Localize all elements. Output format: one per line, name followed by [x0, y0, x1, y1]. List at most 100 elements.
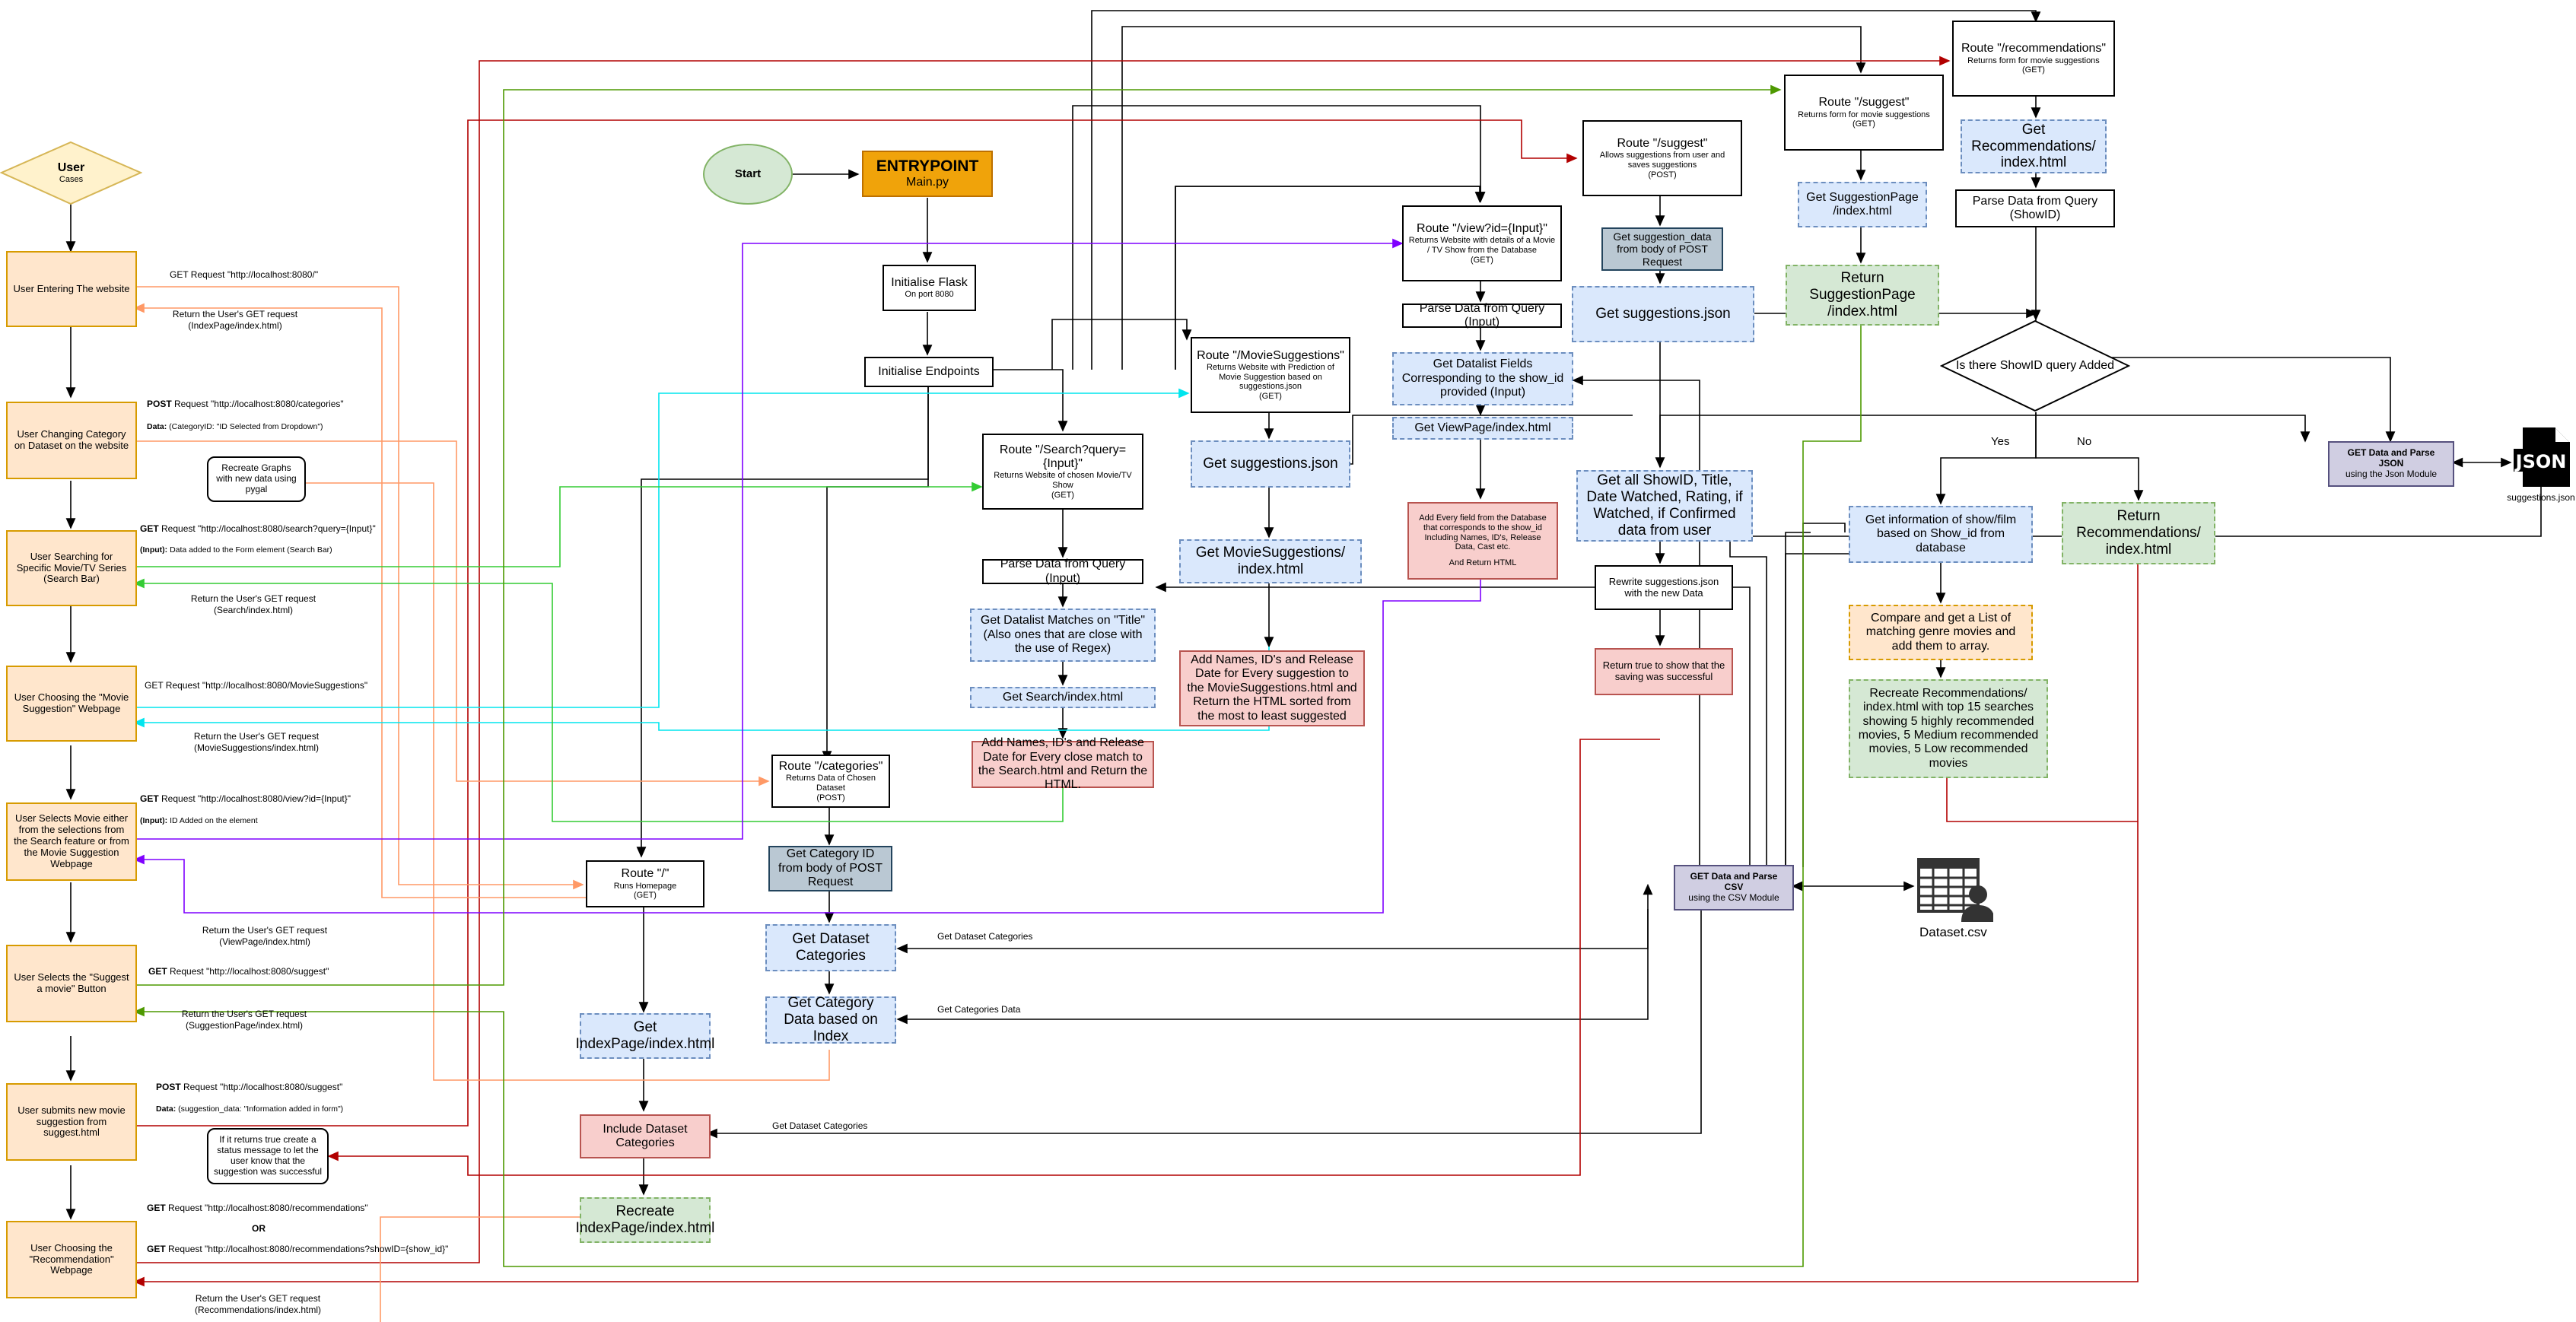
note-status-message: If it returns true create a status messa…: [207, 1128, 329, 1184]
case-label: User Searching for Specific Movie/TV Ser…: [16, 550, 127, 585]
recreate-recommendations: Recreate Recommendations/ index.html wit…: [1849, 679, 2048, 778]
edge-label-categories-data: Get Categories Data: [937, 1004, 1021, 1015]
case-entering-website: User Entering The website: [6, 251, 137, 327]
json-file-icon: JSON: [2512, 426, 2573, 488]
user-subtitle: Cases: [59, 175, 84, 185]
search-datalist-matches: Get Datalist Matches on "Title" (Also on…: [970, 609, 1156, 662]
get-suggestion-data: Get suggestion_data from body of POST Re…: [1601, 227, 1723, 271]
route-search: Route "/Search?query={Input}"Returns Web…: [982, 434, 1143, 510]
entrypoint-title: ENTRYPOINT: [876, 157, 979, 176]
return-label: Return the User's GET request(ViewPage/i…: [202, 925, 328, 947]
get-show-information: Get information of show/film based on Sh…: [1849, 506, 2033, 563]
search-parse-query: Parse Data from Query (Input): [982, 558, 1143, 585]
endpoints-node: Initialise Endpoints: [864, 357, 994, 387]
request-label: GET Request "http://localhost:8080/recom…: [147, 1244, 449, 1254]
case-label: User Selects Movie either from the selec…: [14, 812, 129, 869]
search-add-names: Add Names, ID's and Release Date for Eve…: [972, 736, 1154, 791]
or-label: OR: [252, 1223, 266, 1234]
route-recommendations: Route "/recommendations"Returns form for…: [1952, 21, 2115, 97]
return-label: Return the User's GET request(Search/ind…: [190, 593, 316, 615]
rewrite-suggestions: Rewrite suggestions.json with the new Da…: [1595, 565, 1733, 610]
route-suggest-get: Route "/suggest"Returns form for movie s…: [1784, 75, 1944, 151]
start-label: Start: [734, 167, 762, 181]
moviesug-get-page: Get MovieSuggestions/ index.html: [1179, 539, 1362, 583]
moviesug-get-json: Get suggestions.json: [1191, 440, 1350, 488]
get-suggestionpage: Get SuggestionPage /index.html: [1798, 182, 1927, 227]
return-true: Return true to show that the saving was …: [1595, 648, 1733, 695]
get-recommendations-page: Get Recommendations/ index.html: [1961, 119, 2107, 173]
entrypoint-node: ENTRYPOINT Main.py: [862, 151, 993, 197]
get-viewpage: Get ViewPage/index.html: [1392, 417, 1573, 440]
request-label: GET Request "http://localhost:8080/view?…: [140, 793, 351, 804]
request-label: GET Request "http://localhost:8080/sugge…: [148, 966, 329, 977]
endpoints-label: Initialise Endpoints: [878, 364, 980, 378]
flask-node: Initialise Flask On port 8080: [883, 265, 976, 311]
view-parse-query: Parse Data from Query (Input): [1402, 302, 1562, 329]
view-datalist-fields: Get Datalist Fields Corresponding to the…: [1392, 352, 1573, 405]
case-movie-suggestion: User Choosing the "Movie Suggestion" Web…: [6, 666, 137, 742]
get-search-page: Get Search/index.html: [970, 687, 1156, 708]
case-submit-suggestion: User submits new movie suggestion from s…: [6, 1083, 137, 1161]
case-selects-movie: User Selects Movie either from the selec…: [6, 802, 137, 881]
return-label: Return the User's GET request(IndexPage/…: [172, 309, 298, 331]
moviesug-add-names: Add Names, ID's and Release Date for Eve…: [1179, 650, 1365, 726]
case-label: User Entering The website: [13, 282, 130, 294]
request-label: GET Request "http://localhost:8080/": [170, 269, 319, 280]
get-all-showid: Get all ShowID, Title, Date Watched, Rat…: [1576, 470, 1753, 542]
flask-title: Initialise Flask: [891, 275, 968, 289]
json-file-label: suggestions.json: [2507, 492, 2575, 503]
get-dataset-categories: Get Dataset Categories: [765, 924, 896, 971]
case-searching: User Searching for Specific Movie/TV Ser…: [6, 530, 137, 606]
no-label: No: [2077, 435, 2092, 448]
data-label: Data: (suggestion_data: "Information add…: [156, 1104, 344, 1114]
case-label: User Changing Category on Dataset on the…: [14, 428, 129, 451]
start-node: Start: [703, 144, 793, 205]
edge-label-dataset-categories-2: Get Dataset Categories: [772, 1120, 868, 1131]
yes-label: Yes: [1991, 435, 2010, 448]
recreate-indexpage: Recreate IndexPage/index.html: [576, 1197, 714, 1243]
return-label: Return the User's GET request(Suggestion…: [181, 1009, 307, 1031]
route-home: Route "/"Runs Homepage(GET): [586, 860, 704, 907]
user-title: User: [57, 160, 85, 174]
request-label: POST Request "http://localhost:8080/cate…: [147, 399, 344, 409]
suggest-get-json: Get suggestions.json: [1572, 286, 1754, 342]
request-label: GET Request "http://localhost:8080/searc…: [140, 523, 376, 534]
flask-subtitle: On port 8080: [905, 290, 954, 300]
note-recreate-graphs: Recreate Graphs with new data using pyga…: [207, 456, 306, 502]
request-label: GET Request "http://localhost:8080/Movie…: [145, 680, 368, 691]
dataset-icon: [1917, 858, 1995, 922]
data-label: Data: (CategoryID: "ID Selected from Dro…: [147, 422, 323, 431]
return-suggestionpage: Return SuggestionPage /index.html: [1786, 265, 1939, 326]
case-suggest-button: User Selects the "Suggest a movie" Butto…: [6, 945, 137, 1022]
entrypoint-subtitle: Main.py: [905, 176, 949, 189]
edge-label-dataset-categories: Get Dataset Categories: [937, 931, 1033, 942]
get-category-id: Get Category ID from body of POST Reques…: [768, 846, 892, 891]
case-label: User Selects the "Suggest a movie" Butto…: [14, 971, 129, 994]
request-label: POST Request "http://localhost:8080/sugg…: [156, 1082, 343, 1092]
route-suggest-post: Route "/suggest"Allows suggestions from …: [1582, 120, 1742, 196]
user-diamond: User Cases: [0, 141, 142, 205]
case-changing-category: User Changing Category on Dataset on the…: [6, 402, 137, 479]
case-label: User Choosing the "Movie Suggestion" Web…: [14, 691, 129, 714]
showid-decision: Is there ShowID query Added: [1940, 319, 2130, 412]
request-label: GET Request "http://localhost:8080/recom…: [147, 1203, 368, 1213]
compare-genre: Compare and get a List of matching genre…: [1849, 605, 2033, 660]
case-recommendation: User Choosing the "Recommendation" Webpa…: [6, 1221, 137, 1298]
case-label: User Choosing the "Recommendation" Webpa…: [29, 1241, 114, 1276]
return-label: Return the User's GET request(Recommenda…: [194, 1293, 322, 1315]
data-label: (Input): ID Added on the element: [140, 816, 258, 825]
parse-showid: Parse Data from Query (ShowID): [1955, 189, 2115, 227]
data-label: (Input): Data added to the Form element …: [140, 545, 332, 555]
view-add-every: Add Every field from the Database that c…: [1407, 502, 1558, 580]
case-label: User submits new movie suggestion from s…: [17, 1104, 126, 1139]
route-view: Route "/view?id={Input}"Returns Website …: [1402, 205, 1562, 281]
get-indexpage: Get IndexPage/index.html: [576, 1013, 714, 1059]
route-categories: Route "/categories"Returns Data of Chose…: [771, 755, 890, 808]
get-category-data: Get Category Data based on Index: [765, 995, 896, 1044]
return-recommendations: Return Recommendations/ index.html: [2062, 502, 2215, 564]
dataset-label: Dataset.csv: [1919, 925, 1987, 939]
